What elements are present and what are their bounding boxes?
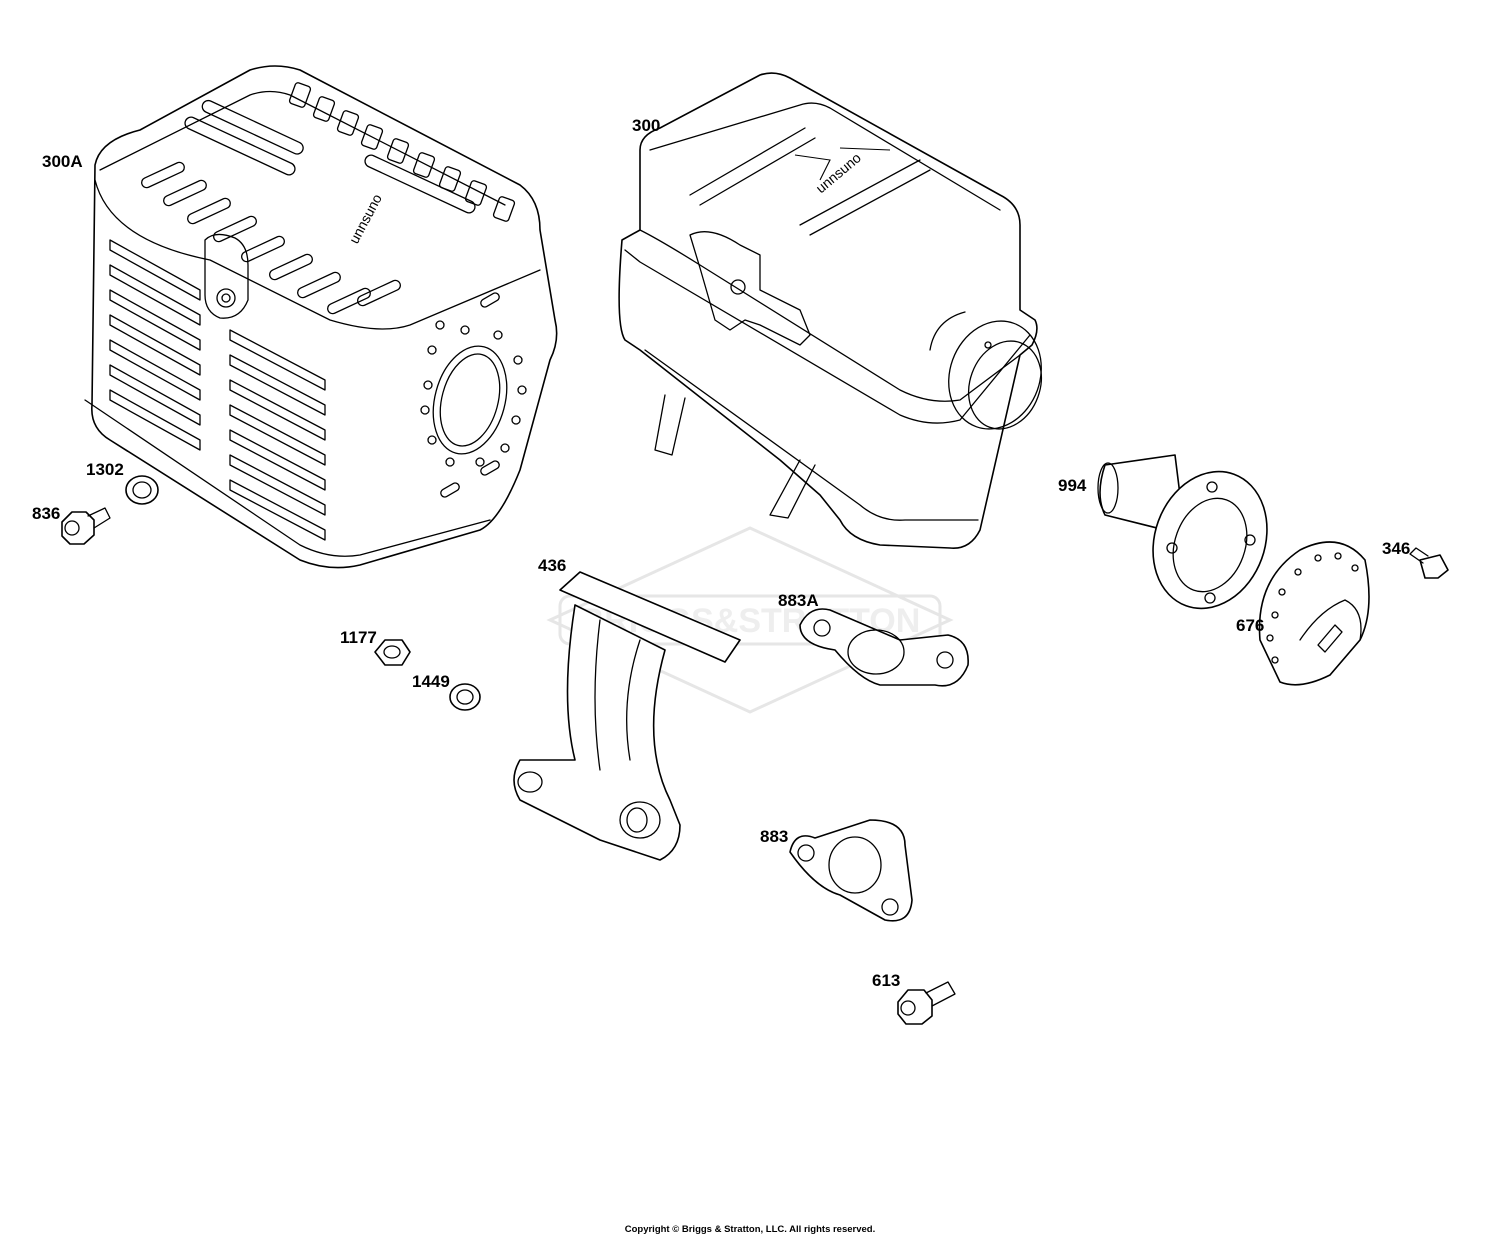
- screw-346[interactable]: [1409, 547, 1449, 579]
- nut-1177[interactable]: [374, 639, 411, 666]
- exhaust-manifold-436[interactable]: [513, 571, 741, 861]
- bolt-836[interactable]: [61, 507, 111, 545]
- gasket-883A[interactable]: [799, 608, 969, 687]
- guard-vent-holes: [420, 292, 527, 498]
- part-label-613[interactable]: 613: [872, 971, 901, 990]
- part-label-1302[interactable]: 1302: [86, 460, 124, 479]
- bolt-613[interactable]: [897, 981, 956, 1025]
- guard-front-louvers: [109, 239, 326, 541]
- part-label-883[interactable]: 883: [760, 827, 789, 846]
- guard-top-slots: [184, 82, 516, 222]
- part-label-676[interactable]: 676: [1236, 616, 1265, 635]
- gasket-883[interactable]: [789, 819, 913, 922]
- washer-1302[interactable]: [125, 475, 159, 505]
- spark-arrester-994[interactable]: [1097, 454, 1286, 625]
- lock-washer-1449[interactable]: [449, 683, 481, 711]
- part-label-300[interactable]: 300: [632, 116, 661, 135]
- part-label-300A[interactable]: 300A: [42, 152, 83, 171]
- part-label-1177[interactable]: 1177: [340, 628, 377, 647]
- copyright-footer: Copyright © Briggs & Stratton, LLC. All …: [624, 1224, 876, 1235]
- part-label-436[interactable]: 436: [538, 556, 567, 575]
- muffler-guard-300A[interactable]: unnsuno: [84, 65, 558, 569]
- part-label-1449[interactable]: 1449: [412, 672, 450, 691]
- deflector-676[interactable]: [1258, 541, 1370, 686]
- part-label-346[interactable]: 346: [1382, 539, 1411, 558]
- guard-side-slots: [141, 161, 401, 315]
- part-label-883A[interactable]: 883A: [778, 591, 819, 610]
- part-label-994[interactable]: 994: [1058, 476, 1087, 495]
- part-label-836[interactable]: 836: [32, 504, 61, 523]
- muffler-300[interactable]: unnsuno: [618, 72, 1056, 549]
